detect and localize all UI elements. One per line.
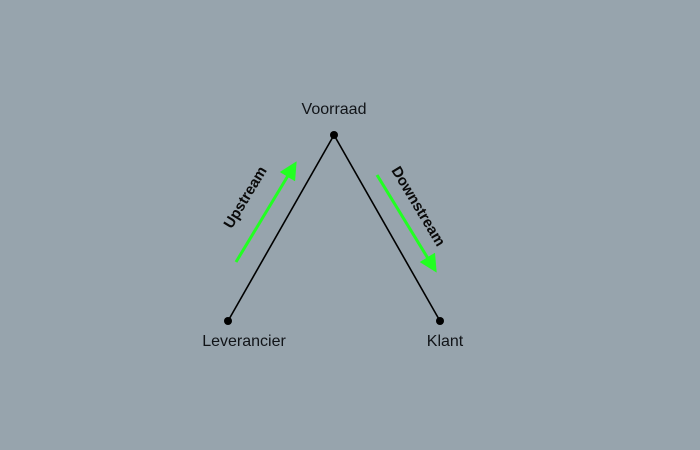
downstream-arrow-icon (375, 174, 437, 273)
node-label-leverancier: Leverancier (202, 333, 286, 350)
node-dot-leverancier (224, 317, 232, 325)
edge-leverancier-voorraad (227, 134, 335, 322)
upstream-arrow-icon (234, 161, 297, 263)
node-dot-voorraad (330, 131, 338, 139)
edge-voorraad-klant (333, 134, 441, 322)
node-dot-klant (436, 317, 444, 325)
node-label-klant: Klant (426, 333, 464, 350)
node-label-voorraad: Voorraad (301, 101, 367, 118)
